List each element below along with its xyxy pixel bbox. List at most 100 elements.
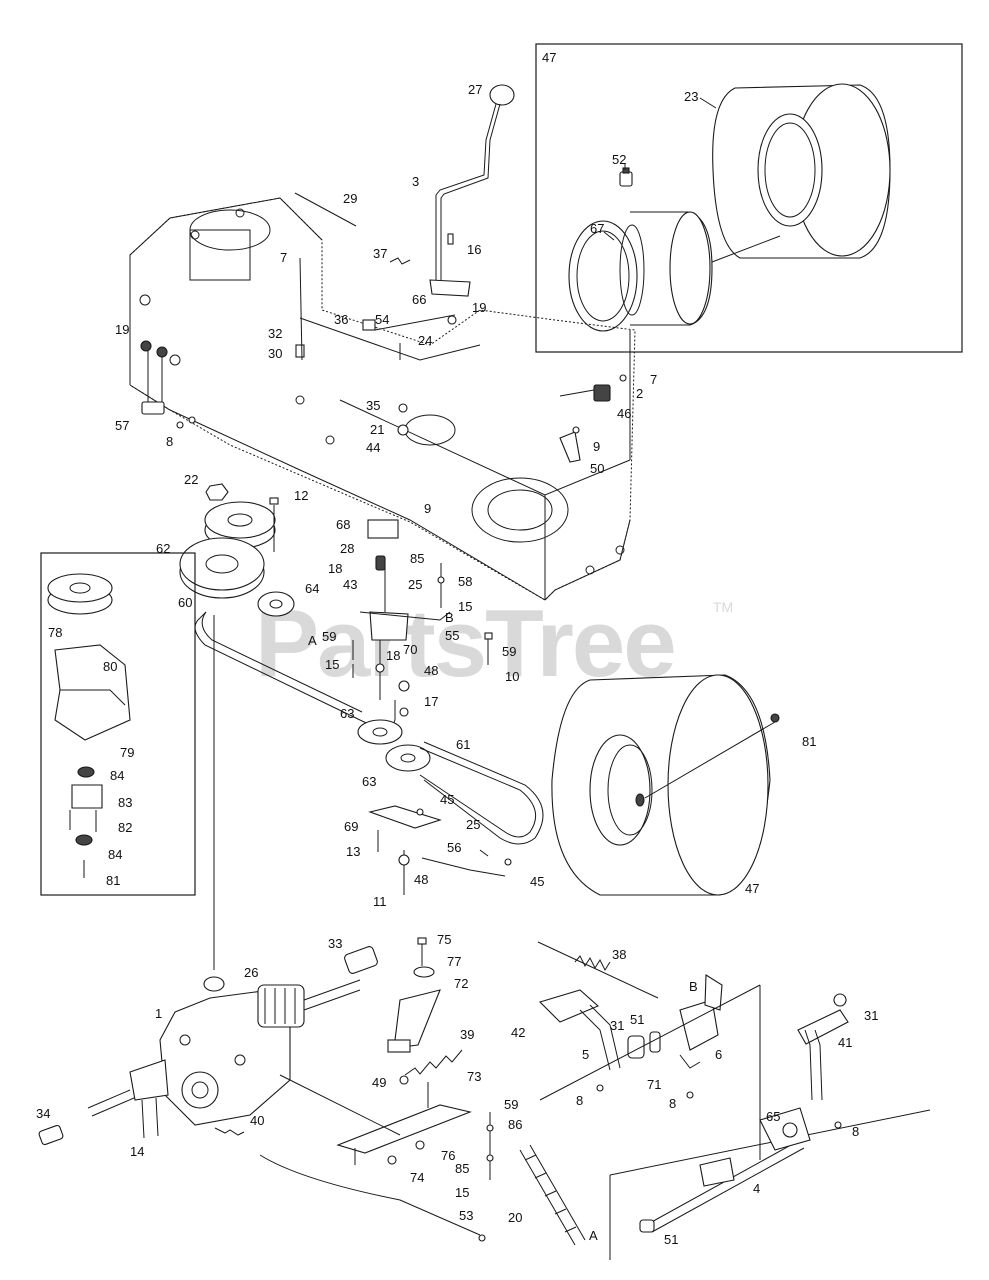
callout-43: 43 [343,577,357,592]
callout-78: 78 [48,625,62,640]
callout-13: 13 [346,844,360,859]
callout-29: 29 [343,191,357,206]
callout-66: 66 [412,292,426,307]
callout-73: 73 [467,1069,481,1084]
callout-39: 39 [460,1027,474,1042]
callout-19b: 19 [115,322,129,337]
rear-wheel-inset [535,43,963,353]
callout-60: 60 [178,595,192,610]
callout-24: 24 [418,333,432,348]
callout-17: 17 [424,694,438,709]
rod-54 [374,314,456,331]
switch-46 [593,384,611,402]
shift-knob [489,84,515,106]
callout-28: 28 [340,541,354,556]
callout-15a: 15 [458,599,472,614]
callout-30: 30 [268,346,282,361]
callout-7a: 7 [280,250,287,265]
inset-frame [535,43,963,353]
callout-59c: 59 [504,1097,518,1112]
spring-37 [389,257,411,265]
callout-44: 44 [366,440,380,455]
callout-46: 46 [617,406,631,421]
callout-8a: 8 [166,434,173,449]
callout-18b: 18 [386,648,400,663]
callout-47-tire: 47 [745,881,759,896]
callout-48b: 48 [414,872,428,887]
callout-83: 83 [118,795,132,810]
callout-11: 11 [373,894,387,909]
callout-63a: 63 [340,706,354,721]
callout-A-upper: A [308,633,317,648]
callout-1: 1 [155,1006,162,1021]
callout-15c: 15 [455,1185,469,1200]
callout-75: 75 [437,932,451,947]
callout-76: 76 [441,1148,455,1163]
callout-32: 32 [268,326,282,341]
nut-19b [140,340,152,352]
callout-57: 57 [115,418,129,433]
callout-59a: 59 [322,629,336,644]
callout-34: 34 [36,1106,50,1121]
callout-82: 82 [118,820,132,835]
callout-56: 56 [447,840,461,855]
callout-69: 69 [344,819,358,834]
front-tire [551,674,780,896]
callout-38: 38 [612,947,626,962]
callout-23: 23 [684,89,698,104]
callout-8c: 8 [669,1096,676,1111]
callout-35: 35 [366,398,380,413]
callout-67: 67 [590,221,604,236]
callout-20: 20 [508,1210,522,1225]
callout-42: 42 [511,1025,525,1040]
rear-rim [568,211,781,332]
callout-15b: 15 [325,657,339,672]
valve-stem [619,167,633,187]
callout-84b: 84 [108,847,122,862]
callout-14: 14 [130,1144,144,1159]
callout-85a: 85 [410,551,424,566]
callout-64: 64 [305,581,319,596]
callout-68: 68 [336,517,350,532]
callout-84a: 84 [110,768,124,783]
callout-58: 58 [458,574,472,589]
callout-9a: 9 [593,439,600,454]
callout-63b: 63 [362,774,376,789]
callout-79: 79 [120,745,134,760]
shift-lever [429,84,515,297]
callout-59b: 59 [502,644,516,659]
rear-tire [712,83,891,259]
callout-B-lower: B [689,979,698,994]
callout-62: 62 [156,541,170,556]
callout-22: 22 [184,472,198,487]
callout-40: 40 [250,1113,264,1128]
callout-45b: 45 [530,874,544,889]
callout-31a: 31 [610,1018,624,1033]
callout-70: 70 [403,642,417,657]
nut-19 [447,315,457,325]
callout-61: 61 [456,737,470,752]
tractor-frame [129,197,636,601]
transaxle [38,946,378,1146]
callout-9b: 9 [424,501,431,516]
callout-labels: 47 23 52 67 27 3 29 37 16 7 66 19 36 54 … [36,50,878,1247]
rod-29 [294,192,357,227]
callout-81a: 81 [802,734,816,749]
callout-B-upper: B [445,610,454,625]
callout-50: 50 [590,461,604,476]
callout-51a: 51 [630,1012,644,1027]
callout-65: 65 [766,1109,780,1124]
bracket-32 [295,344,305,358]
callout-45a: 45 [440,792,454,807]
callout-31b: 31 [864,1008,878,1023]
callout-7b: 7 [650,372,657,387]
callout-27: 27 [468,82,482,97]
callout-4: 4 [753,1181,760,1196]
callout-85b: 85 [455,1161,469,1176]
callout-26: 26 [244,965,258,980]
callout-25a: 25 [408,577,422,592]
bracket-68 [367,519,399,539]
callout-49: 49 [372,1075,386,1090]
callout-10: 10 [505,669,519,684]
callout-8b: 8 [576,1093,583,1108]
